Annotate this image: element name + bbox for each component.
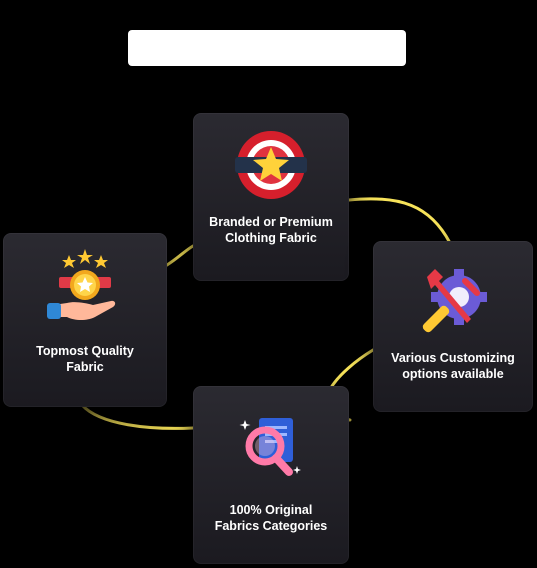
card-topmost-label-line2: Fabric bbox=[66, 360, 104, 374]
connector-original-to-topmost bbox=[80, 403, 195, 430]
card-original-label-line1: 100% Original bbox=[229, 503, 313, 517]
card-customizing-options: Various Customizing options available bbox=[373, 241, 533, 412]
gear-tools-icon bbox=[422, 269, 487, 333]
card-original-label-line2: Fabrics Categories bbox=[214, 519, 328, 533]
card-topmost-label-line1: Topmost Quality bbox=[36, 344, 134, 358]
card-branded-label: Branded or Premium Clothing Fabric bbox=[193, 214, 349, 246]
card-branded-fabric: Branded or Premium Clothing Fabric bbox=[193, 113, 349, 281]
card-topmost-quality: Topmost Quality Fabric bbox=[3, 233, 167, 407]
connector-topmost-to-branded bbox=[165, 244, 195, 267]
connector-branded-to-custom bbox=[347, 197, 452, 245]
card-original-fabrics: 100% Original Fabrics Categories bbox=[193, 386, 349, 564]
redacted-title bbox=[128, 30, 406, 66]
medal-hand-icon bbox=[47, 249, 116, 320]
card-custom-label-line1: Various Customizing bbox=[391, 351, 515, 365]
magnifier-document-icon bbox=[239, 418, 301, 476]
card-original-label: 100% Original Fabrics Categories bbox=[193, 502, 349, 534]
card-branded-label-line2: Clothing Fabric bbox=[225, 231, 317, 245]
star-seal-badge-icon bbox=[235, 131, 307, 199]
card-custom-label-line2: options available bbox=[402, 367, 504, 381]
card-custom-label: Various Customizing options available bbox=[373, 350, 533, 382]
card-branded-label-line1: Branded or Premium bbox=[209, 215, 333, 229]
card-topmost-label: Topmost Quality Fabric bbox=[3, 343, 167, 375]
